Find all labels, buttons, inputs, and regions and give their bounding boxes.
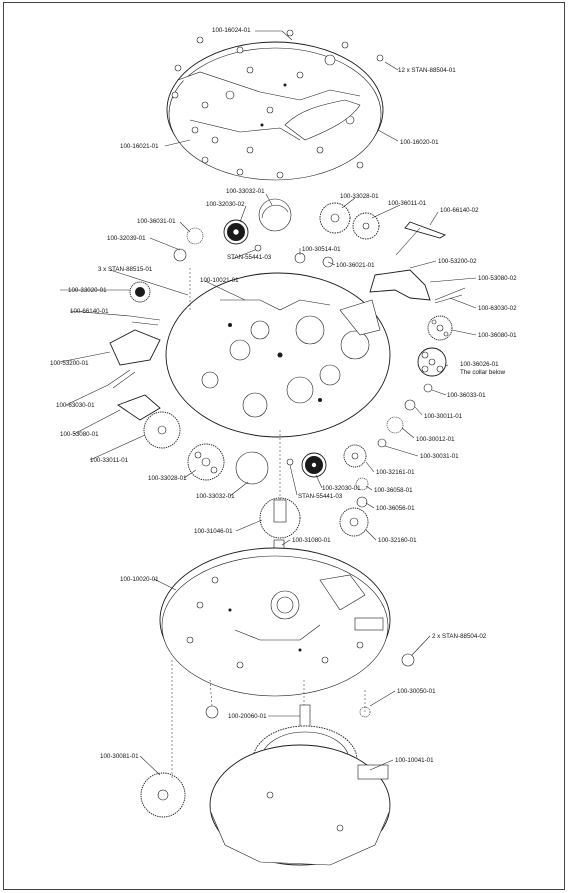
label-36026: 100-36026-01 xyxy=(460,361,499,368)
label-66140a: 100-66140-02 xyxy=(440,207,479,214)
label-53200b: 100-53200-01 xyxy=(50,360,89,367)
label-screws-top: 12 x STAN-88504-01 xyxy=(398,67,456,74)
label-66140b: 100-66140-01 xyxy=(70,308,109,315)
main-plate xyxy=(159,547,415,719)
label-stan55441a: STAN-55441-03 xyxy=(227,254,272,261)
label-32160: 100-32160-01 xyxy=(378,537,417,544)
top-bridge-plate xyxy=(166,41,384,181)
label-33020: 100-33020-01 xyxy=(68,287,107,294)
gears-upper xyxy=(129,198,380,303)
label-33028a: 100-33028-01 xyxy=(340,193,379,200)
label-30050: 100-30050-01 xyxy=(397,688,436,695)
label-top-plate: 100-16024-01 xyxy=(212,27,251,34)
label-63030a: 100-63030-02 xyxy=(478,305,517,312)
levers-springs xyxy=(107,221,466,421)
label-30514: 100-30514-01 xyxy=(302,246,341,253)
label-32030a: 100-32030-02 xyxy=(206,201,245,208)
label-36011: 100-36011-01 xyxy=(388,200,427,207)
label-33032b: 100-33032-01 xyxy=(196,493,235,500)
part-labels: 100-16024-01 12 x STAN-88504-01 100-1602… xyxy=(50,27,517,764)
label-31046: 100-31046-01 xyxy=(194,528,233,535)
label-20060: 100-20060-01 xyxy=(228,713,267,720)
leader-lines xyxy=(59,30,477,776)
label-32161: 100-32161-01 xyxy=(376,469,415,476)
label-63030b: 100-63030-01 xyxy=(56,402,95,409)
label-10020: 100-10020-01 xyxy=(120,576,159,583)
label-plate-right: 100-16020-01 xyxy=(400,139,439,146)
balance-and-base xyxy=(140,704,391,866)
label-36080: 100-36080-01 xyxy=(478,332,517,339)
label-36056: 100-36056-01 xyxy=(376,505,415,512)
label-30081: 100-30081-01 xyxy=(100,753,139,760)
label-33032a: 100-33032-01 xyxy=(226,188,265,195)
label-53200a: 100-53200-02 xyxy=(438,258,477,265)
label-36031: 100-36031-01 xyxy=(137,218,176,225)
label-33028b: 100-33028-01 xyxy=(148,475,187,482)
gears-lower xyxy=(143,411,369,584)
label-stan88504b: 2 x STAN-88504-02 xyxy=(432,633,487,640)
label-33011: 100-33011-01 xyxy=(90,457,129,464)
gears-right xyxy=(377,315,453,448)
label-31080: 100-31080-01 xyxy=(292,537,331,544)
label-53080b: 100-53080-01 xyxy=(60,431,99,438)
label-collar-note: The collar below xyxy=(460,369,506,376)
label-53080a: 100-53080-02 xyxy=(478,275,517,282)
label-36033: 100-36033-01 xyxy=(447,392,486,399)
label-stan88515: 3 x STAN-88515-01 xyxy=(98,266,153,273)
screws-top xyxy=(171,29,384,179)
label-30031: 100-30031-01 xyxy=(420,453,459,460)
middle-plate xyxy=(165,272,391,438)
label-30012: 100-30012-01 xyxy=(416,436,455,443)
label-32039: 100-32039-01 xyxy=(107,235,146,242)
axis-lines xyxy=(171,268,366,780)
label-32030b: 100-32030-01 xyxy=(322,485,361,492)
label-36058: 100-36058-01 xyxy=(374,487,413,494)
label-stan55441b: STAN-55441-03 xyxy=(298,493,343,500)
label-10021: 100-10021-01 xyxy=(200,277,239,284)
label-36021: 100-36021-01 xyxy=(336,262,375,269)
label-plate-left: 100-16021-01 xyxy=(120,143,159,150)
label-10041: 100-10041-01 xyxy=(395,757,434,764)
label-30011: 100-30011-01 xyxy=(424,413,463,420)
